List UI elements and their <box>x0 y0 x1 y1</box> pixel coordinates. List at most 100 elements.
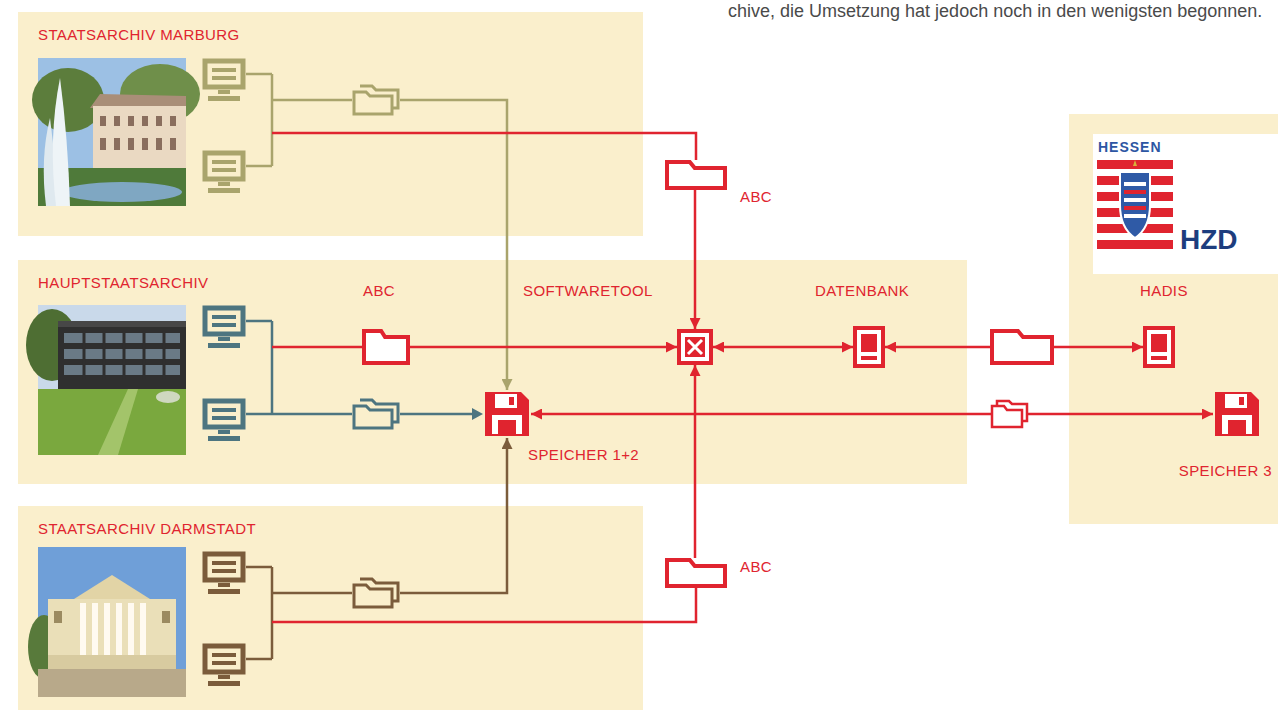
marburg-workstations <box>205 61 643 236</box>
software-tool-icon <box>679 331 711 363</box>
connector-arrow <box>506 438 509 506</box>
hauptstaatsarchiv-workstations <box>205 308 243 348</box>
marburg-workstations <box>246 74 507 236</box>
darmstadt-workstations <box>205 554 243 594</box>
software-tool-icon <box>677 329 713 365</box>
connector-arrow <box>506 236 509 390</box>
hessen-logo <box>1093 134 1278 274</box>
darmstadt-photo <box>162 611 170 623</box>
database-icon <box>1151 334 1167 352</box>
file-folder: ABC <box>665 558 727 588</box>
darmstadt-photo <box>140 603 146 655</box>
database: DATENBANK <box>853 326 885 368</box>
hauptstaatsarchiv-workstations <box>205 401 243 441</box>
software-tool: SOFTWARETOOL <box>677 329 713 365</box>
marburg-photo <box>100 116 106 126</box>
marburg-photo <box>142 116 148 126</box>
hessen-logo <box>1124 190 1146 194</box>
storage-disk-icon <box>1228 420 1246 434</box>
storage-disk: SPEICHER 1+2 <box>483 390 531 438</box>
hauptstaatsarchiv-photo <box>98 389 138 455</box>
logo-text: HESSEN <box>1098 138 1162 156</box>
darmstadt-photo <box>80 603 86 655</box>
panel-ground <box>18 506 643 710</box>
marburg-photo <box>100 138 106 150</box>
hauptstaatsarchiv-workstations <box>272 346 362 349</box>
panel-ground <box>18 260 967 484</box>
archive-panel: STAATSARCHIV DARMSTADT <box>18 506 643 710</box>
software-tool-icon <box>685 337 705 357</box>
panel-title: STAATSARCHIV DARMSTADT <box>38 520 256 538</box>
storage-disk-icon <box>483 390 531 438</box>
hauptstaatsarchiv-photo <box>38 305 186 455</box>
storage-disk-icon <box>1239 397 1244 405</box>
hauptstaatsarchiv-photo <box>58 327 186 389</box>
marburg-photo <box>156 138 162 150</box>
darmstadt-workstations <box>246 506 507 659</box>
hauptstaatsarchiv-workstations <box>472 408 483 420</box>
darmstadt-photo <box>92 603 98 655</box>
marburg-photo <box>62 182 182 202</box>
connector-arrow <box>531 413 1213 416</box>
file-folder-icon <box>667 162 725 188</box>
marburg-photo <box>114 116 120 126</box>
file-folder-icon <box>667 560 725 586</box>
panel-ground <box>1069 114 1278 524</box>
hauptstaatsarchiv-photo <box>156 391 180 403</box>
body-text: chive, die Umsetzung hat jedoch noch in … <box>728 0 1273 28</box>
transfer-folder <box>992 406 1022 427</box>
panel-ground <box>18 12 643 236</box>
marburg-photo <box>128 138 134 150</box>
marburg-photo <box>142 138 148 150</box>
connector-arrow <box>694 365 697 558</box>
connector-arrow <box>694 190 697 329</box>
hessen-logo <box>1097 240 1173 249</box>
transfer-folder <box>992 331 1052 363</box>
darmstadt-workstations <box>205 506 643 686</box>
marburg-photo <box>170 138 176 150</box>
node-label: SOFTWARETOOL <box>523 282 653 300</box>
database-icon <box>1143 326 1175 368</box>
file-folder-icon <box>364 331 408 363</box>
connector-arrow <box>713 346 853 349</box>
hauptstaatsarchiv-photo <box>84 331 164 379</box>
marburg-photo <box>156 116 162 126</box>
marburg-photo <box>114 138 120 150</box>
hessen-logo <box>1124 214 1146 218</box>
file-folder-icon <box>665 558 727 588</box>
marburg-photo <box>90 94 186 108</box>
connector-arrow <box>643 133 696 160</box>
storage-disk-icon <box>1222 415 1252 434</box>
marburg-photo <box>128 116 134 126</box>
file-folder-icon <box>665 160 727 190</box>
panel-title: STAATSARCHIV MARBURG <box>38 26 240 44</box>
hauptstaatsarchiv-workstations <box>354 400 398 428</box>
software-tool-icon <box>688 340 702 354</box>
hauptstaatsarchiv-workstations <box>246 321 474 414</box>
darmstadt-photo <box>48 655 176 669</box>
node-label: SPEICHER 1+2 <box>528 446 639 464</box>
database: HADIS <box>1143 326 1175 368</box>
darmstadt-workstations <box>272 621 643 624</box>
storage-disk-icon <box>492 415 522 434</box>
hauptstaatsarchiv-photo <box>26 305 186 455</box>
node-label: ABC <box>363 282 395 300</box>
panel-ground <box>18 12 1278 710</box>
logo-text: HZD <box>1180 224 1238 256</box>
archive-panel: STAATSARCHIV MARBURG <box>18 12 643 236</box>
storage-disk-icon <box>485 392 529 436</box>
marburg-workstations <box>205 61 243 101</box>
file-folder-icon <box>362 329 410 365</box>
storage-disk-icon <box>1215 392 1259 436</box>
marburg-photo <box>53 78 70 206</box>
darmstadt-photo <box>104 603 110 655</box>
hessen-logo <box>1120 172 1150 238</box>
database-icon <box>855 328 883 366</box>
darmstadt-photo <box>128 603 134 655</box>
marburg-photo <box>32 58 200 206</box>
storage-disk-icon <box>495 394 517 408</box>
storage-disk-icon <box>1225 394 1247 408</box>
file-folder: ABC <box>362 329 410 365</box>
archive-panel: ABCSOFTWARETOOLDATENBANKSPEICHER 1+2HAUP… <box>18 260 967 484</box>
